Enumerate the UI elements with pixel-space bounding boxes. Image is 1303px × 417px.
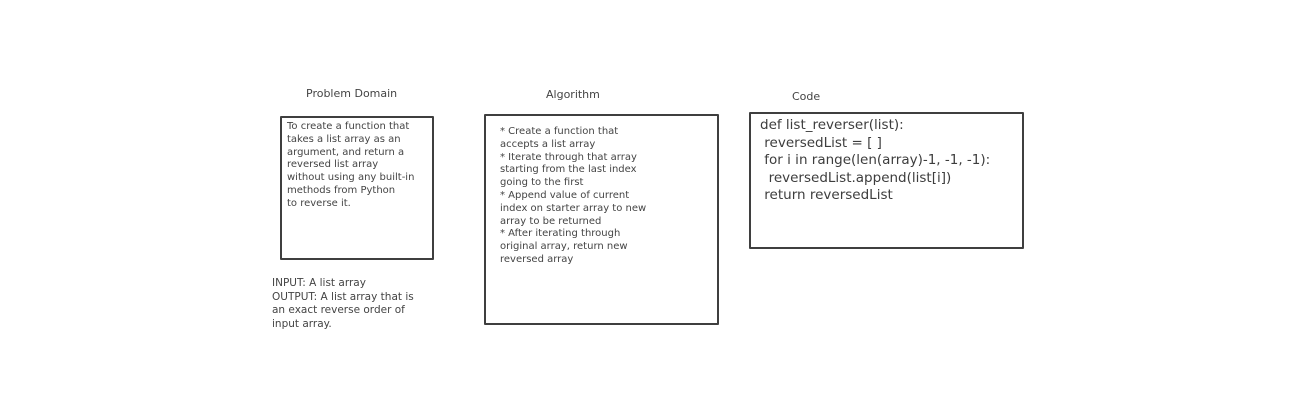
code-title: Code	[792, 90, 821, 103]
problem-domain-title: Problem Domain	[306, 87, 398, 100]
code-box	[749, 112, 1024, 249]
algorithm-text: * Create a function that accepts a list …	[500, 126, 647, 265]
algorithm-title: Algorithm	[546, 88, 600, 101]
algorithm-box	[484, 114, 719, 325]
problem-domain-text: To create a function that takes a list a…	[287, 121, 415, 209]
problem-domain-box	[280, 116, 434, 260]
code-text: def list_reverser(list): reversedList = …	[760, 117, 991, 204]
input-output-note: INPUT: A list array OUTPUT: A list array…	[272, 277, 414, 330]
